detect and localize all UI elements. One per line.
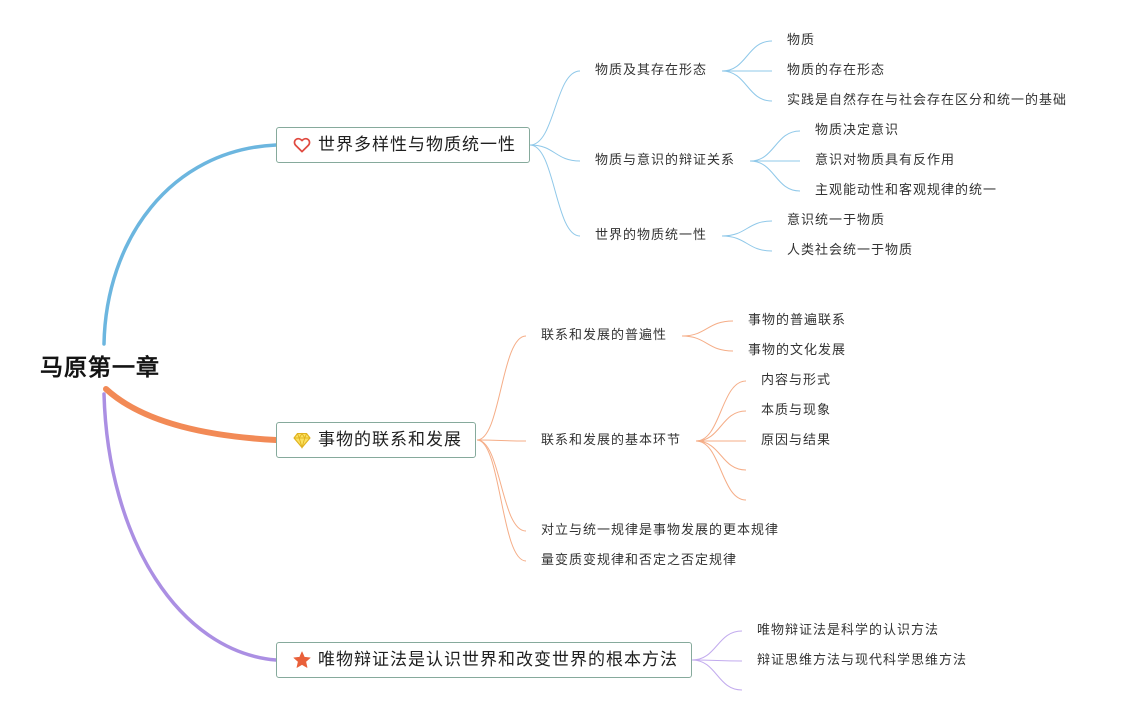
gem-facet bbox=[298, 432, 306, 439]
leaf-topic[interactable]: 物质决定意识 bbox=[815, 123, 900, 138]
subtopic[interactable]: 世界的物质统一性 bbox=[595, 228, 708, 243]
connector-root-to-branch-3 bbox=[102, 392, 278, 662]
connector-line bbox=[721, 70, 773, 102]
connector-line bbox=[476, 439, 527, 532]
connector-line bbox=[476, 439, 527, 562]
leaf-topic[interactable]: 本质与现象 bbox=[761, 403, 832, 418]
leaf-topic[interactable]: 原因与结果 bbox=[761, 433, 832, 448]
heart-icon bbox=[293, 137, 311, 153]
branch-3-connectors bbox=[691, 630, 743, 691]
subtopic[interactable]: 对立与统一规律是事物发展的更本规律 bbox=[541, 523, 780, 538]
connector-line bbox=[695, 440, 747, 471]
leaf-topic[interactable]: 主观能动性和客观规律的统一 bbox=[815, 183, 998, 198]
connector-line bbox=[695, 440, 747, 501]
root-connectors bbox=[102, 143, 279, 662]
connector-line bbox=[695, 410, 747, 442]
subtopic[interactable]: 物质与意识的辩证关系 bbox=[595, 153, 736, 168]
main-topic-label: 唯物辩证法是认识世界和改变世界的根本方法 bbox=[318, 650, 678, 670]
gem-shape bbox=[293, 432, 311, 449]
star-shape bbox=[293, 651, 311, 668]
connector-root-to-branch-2 bbox=[103, 386, 279, 443]
main-topic[interactable]: 事物的联系和发展 bbox=[276, 422, 476, 458]
connector-line bbox=[749, 160, 801, 192]
connector-line bbox=[721, 40, 773, 72]
connector-line bbox=[721, 235, 773, 252]
connector-line bbox=[529, 144, 581, 237]
gem-icon bbox=[293, 431, 311, 449]
gem-facet bbox=[297, 433, 307, 449]
branch-1-connectors bbox=[529, 40, 801, 252]
connector-line bbox=[691, 630, 743, 661]
main-topic[interactable]: 世界多样性与物质统一性 bbox=[276, 127, 530, 163]
gem-icon bbox=[293, 432, 311, 449]
connector-line bbox=[529, 144, 581, 162]
star-icon bbox=[293, 651, 311, 669]
connector-line bbox=[691, 659, 743, 662]
main-topic-label: 事物的联系和发展 bbox=[318, 430, 462, 450]
connector-line bbox=[721, 220, 773, 237]
heart-icon bbox=[293, 136, 311, 154]
main-topic[interactable]: 唯物辩证法是认识世界和改变世界的根本方法 bbox=[276, 642, 692, 678]
subtopic[interactable]: 联系和发展的基本环节 bbox=[541, 433, 682, 448]
connector-root-to-branch-1 bbox=[102, 143, 278, 346]
central-topic[interactable]: 马原第一章 bbox=[40, 355, 160, 381]
main-topic-label: 世界多样性与物质统一性 bbox=[318, 135, 516, 155]
leaf-topic[interactable]: 人类社会统一于物质 bbox=[787, 243, 914, 258]
connector-line bbox=[695, 380, 747, 442]
leaf-topic[interactable]: 事物的普遍联系 bbox=[748, 313, 847, 328]
leaf-topic[interactable]: 意识统一于物质 bbox=[787, 213, 886, 228]
star-icon bbox=[293, 651, 311, 668]
connector-line bbox=[749, 130, 801, 162]
connector-line bbox=[476, 335, 527, 441]
heart-shape bbox=[293, 137, 311, 153]
subtopic[interactable]: 唯物辩证法是科学的认识方法 bbox=[757, 623, 940, 638]
connector-line bbox=[681, 335, 734, 352]
leaf-topic[interactable]: 事物的文化发展 bbox=[748, 343, 847, 358]
subtopic[interactable]: 物质及其存在形态 bbox=[595, 63, 708, 78]
leaf-topic[interactable]: 物质 bbox=[787, 33, 816, 48]
connector-line bbox=[681, 320, 734, 337]
subtopic[interactable]: 量变质变规律和否定之否定规律 bbox=[541, 553, 738, 568]
leaf-topic[interactable]: 内容与形式 bbox=[761, 373, 832, 388]
connector-line bbox=[529, 70, 581, 146]
leaf-topic[interactable]: 实践是自然存在与社会存在区分和统一的基础 bbox=[787, 93, 1068, 108]
branch-2-connectors bbox=[476, 320, 747, 562]
subtopic[interactable]: 辩证思维方法与现代科学思维方法 bbox=[757, 653, 968, 668]
subtopic[interactable]: 联系和发展的普遍性 bbox=[541, 328, 668, 343]
leaf-topic[interactable]: 物质的存在形态 bbox=[787, 63, 886, 78]
connector-line bbox=[476, 439, 527, 442]
leaf-topic[interactable]: 意识对物质具有反作用 bbox=[815, 153, 956, 168]
connector-line bbox=[691, 659, 743, 691]
